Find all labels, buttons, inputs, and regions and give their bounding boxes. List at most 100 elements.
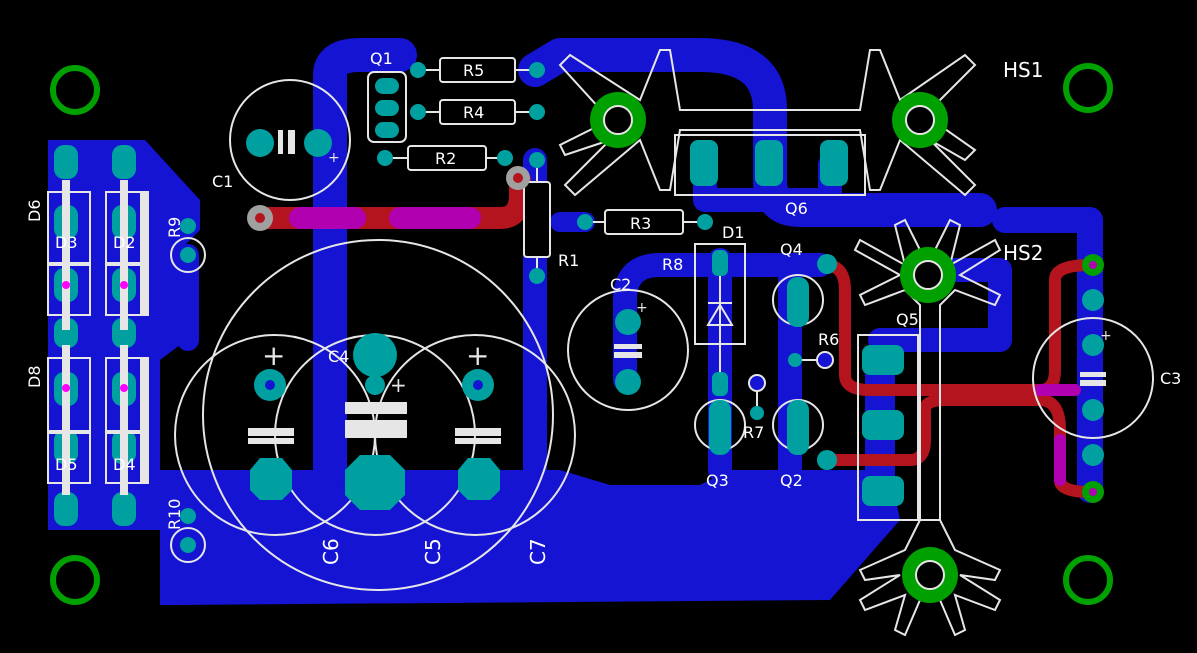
q5-pad-3 xyxy=(862,476,904,506)
rectifier-diodes xyxy=(47,145,149,526)
c1-plate-2 xyxy=(288,130,295,154)
c7-plate-2 xyxy=(455,438,501,444)
rh-pad-5 xyxy=(1082,444,1104,466)
q6-outline xyxy=(674,134,866,196)
label-c5: C5 xyxy=(421,538,445,565)
r6-pad-2 xyxy=(816,351,834,369)
d4-band xyxy=(106,430,148,434)
c6-plate-1 xyxy=(248,428,294,436)
label-hs2: HS2 xyxy=(1003,241,1043,265)
capacitor-c2: + xyxy=(567,289,689,411)
q1-pad-2 xyxy=(375,100,399,116)
c6-pad-bottom xyxy=(250,458,292,500)
c1-outline xyxy=(229,79,351,201)
resistor-r3 xyxy=(577,209,713,235)
rh-pad-2 xyxy=(1082,289,1104,311)
d2-band xyxy=(106,262,148,266)
c3-plate-1 xyxy=(1080,372,1106,377)
label-d6: D6 xyxy=(25,200,44,223)
label-r2: R2 xyxy=(435,149,456,168)
q3-pad xyxy=(709,400,731,455)
c4-plate-1 xyxy=(345,402,407,414)
r4-pad-1 xyxy=(410,104,426,120)
component-labels: Q1 R5 R4 R2 R3 R1 R8 R6 R7 C1 C2 C3 C4 D… xyxy=(25,49,1181,565)
hs1-hole-left-inner xyxy=(603,105,633,135)
r9-outline xyxy=(170,237,206,273)
r10-pad-2 xyxy=(180,508,196,524)
label-q4: Q4 xyxy=(780,240,803,259)
c4-outline xyxy=(202,239,554,591)
r6-pad-1 xyxy=(788,353,802,367)
c4-pad-bottom xyxy=(345,455,405,510)
q5-outline xyxy=(857,334,919,521)
q6-pad-2 xyxy=(755,140,783,186)
heatsink-hs1 xyxy=(558,49,977,197)
d-right-via-1 xyxy=(120,281,128,289)
hs1-hole-right-inner xyxy=(905,105,935,135)
r10-pad xyxy=(180,537,196,553)
q5-pad-2 xyxy=(862,410,904,440)
label-q5: Q5 xyxy=(896,310,919,329)
r1-via-hole xyxy=(513,173,523,183)
c7-pad-bottom xyxy=(458,458,500,500)
c1-plate-1 xyxy=(278,130,283,154)
c4-plus-2: + xyxy=(390,373,407,397)
c3-outline xyxy=(1032,317,1154,439)
resistor-r6 xyxy=(788,351,834,369)
label-r1: R1 xyxy=(558,251,579,270)
r9-pad-2 xyxy=(180,218,196,234)
r3-pad-1 xyxy=(577,214,593,230)
label-c4: C4 xyxy=(328,347,349,366)
c1-pad-1 xyxy=(246,129,274,157)
c2-plate-2 xyxy=(614,352,642,358)
q4-pad xyxy=(787,277,809,327)
q4-pad-ext xyxy=(817,254,837,274)
r7-pad-2 xyxy=(750,406,764,420)
d1-pad-top xyxy=(712,250,728,276)
d-left-pad-7 xyxy=(54,492,78,526)
q6-pad-3 xyxy=(820,140,848,186)
q1-pad-3 xyxy=(375,122,399,138)
c7-plus: + xyxy=(466,339,489,372)
r5-body xyxy=(439,57,516,83)
transistor-q6 xyxy=(674,134,866,196)
trace-top-loop xyxy=(313,38,417,487)
label-d5: D5 xyxy=(55,455,78,474)
large-capacitor-symbols: + + + + xyxy=(248,333,501,510)
overlap-regions xyxy=(289,207,1081,486)
q2-pad xyxy=(787,400,809,455)
label-q3: Q3 xyxy=(706,471,729,490)
trace-q4-q5 xyxy=(819,259,1096,396)
q6-pad-1 xyxy=(690,140,718,186)
r5-pad-2 xyxy=(529,62,545,78)
d5-band xyxy=(48,430,90,434)
d-left-pad-1 xyxy=(54,145,78,179)
hs2-bottom-outline xyxy=(858,519,1002,637)
d4-lead xyxy=(120,345,128,495)
r1-pad-top xyxy=(529,152,545,168)
label-c2: C2 xyxy=(610,275,631,294)
d-right-pad-4 xyxy=(112,318,136,348)
label-d1: D1 xyxy=(722,223,745,242)
label-q2: Q2 xyxy=(780,471,803,490)
resistor-r9 xyxy=(170,218,206,273)
label-d2: D2 xyxy=(113,233,136,252)
c1-via-hole xyxy=(255,213,265,223)
label-hs1: HS1 xyxy=(1003,58,1043,82)
resistor-r10 xyxy=(170,508,206,563)
c3-plus: + xyxy=(1100,328,1112,344)
label-r9: R9 xyxy=(165,217,184,238)
c2-pad-1 xyxy=(615,309,641,335)
r10-outline xyxy=(170,527,206,563)
d2-lead xyxy=(120,180,128,330)
d3-band xyxy=(48,262,90,266)
c4-plate-2 xyxy=(345,420,407,438)
r5-pad-1 xyxy=(410,62,426,78)
q2-pad-ext xyxy=(817,450,837,470)
resistor-r5 xyxy=(410,57,545,83)
resistor-r2 xyxy=(377,145,513,171)
c2-outline xyxy=(567,289,689,411)
transistor-q3 xyxy=(694,399,746,455)
label-c7: C7 xyxy=(526,538,550,565)
c2-plus: + xyxy=(636,300,648,316)
